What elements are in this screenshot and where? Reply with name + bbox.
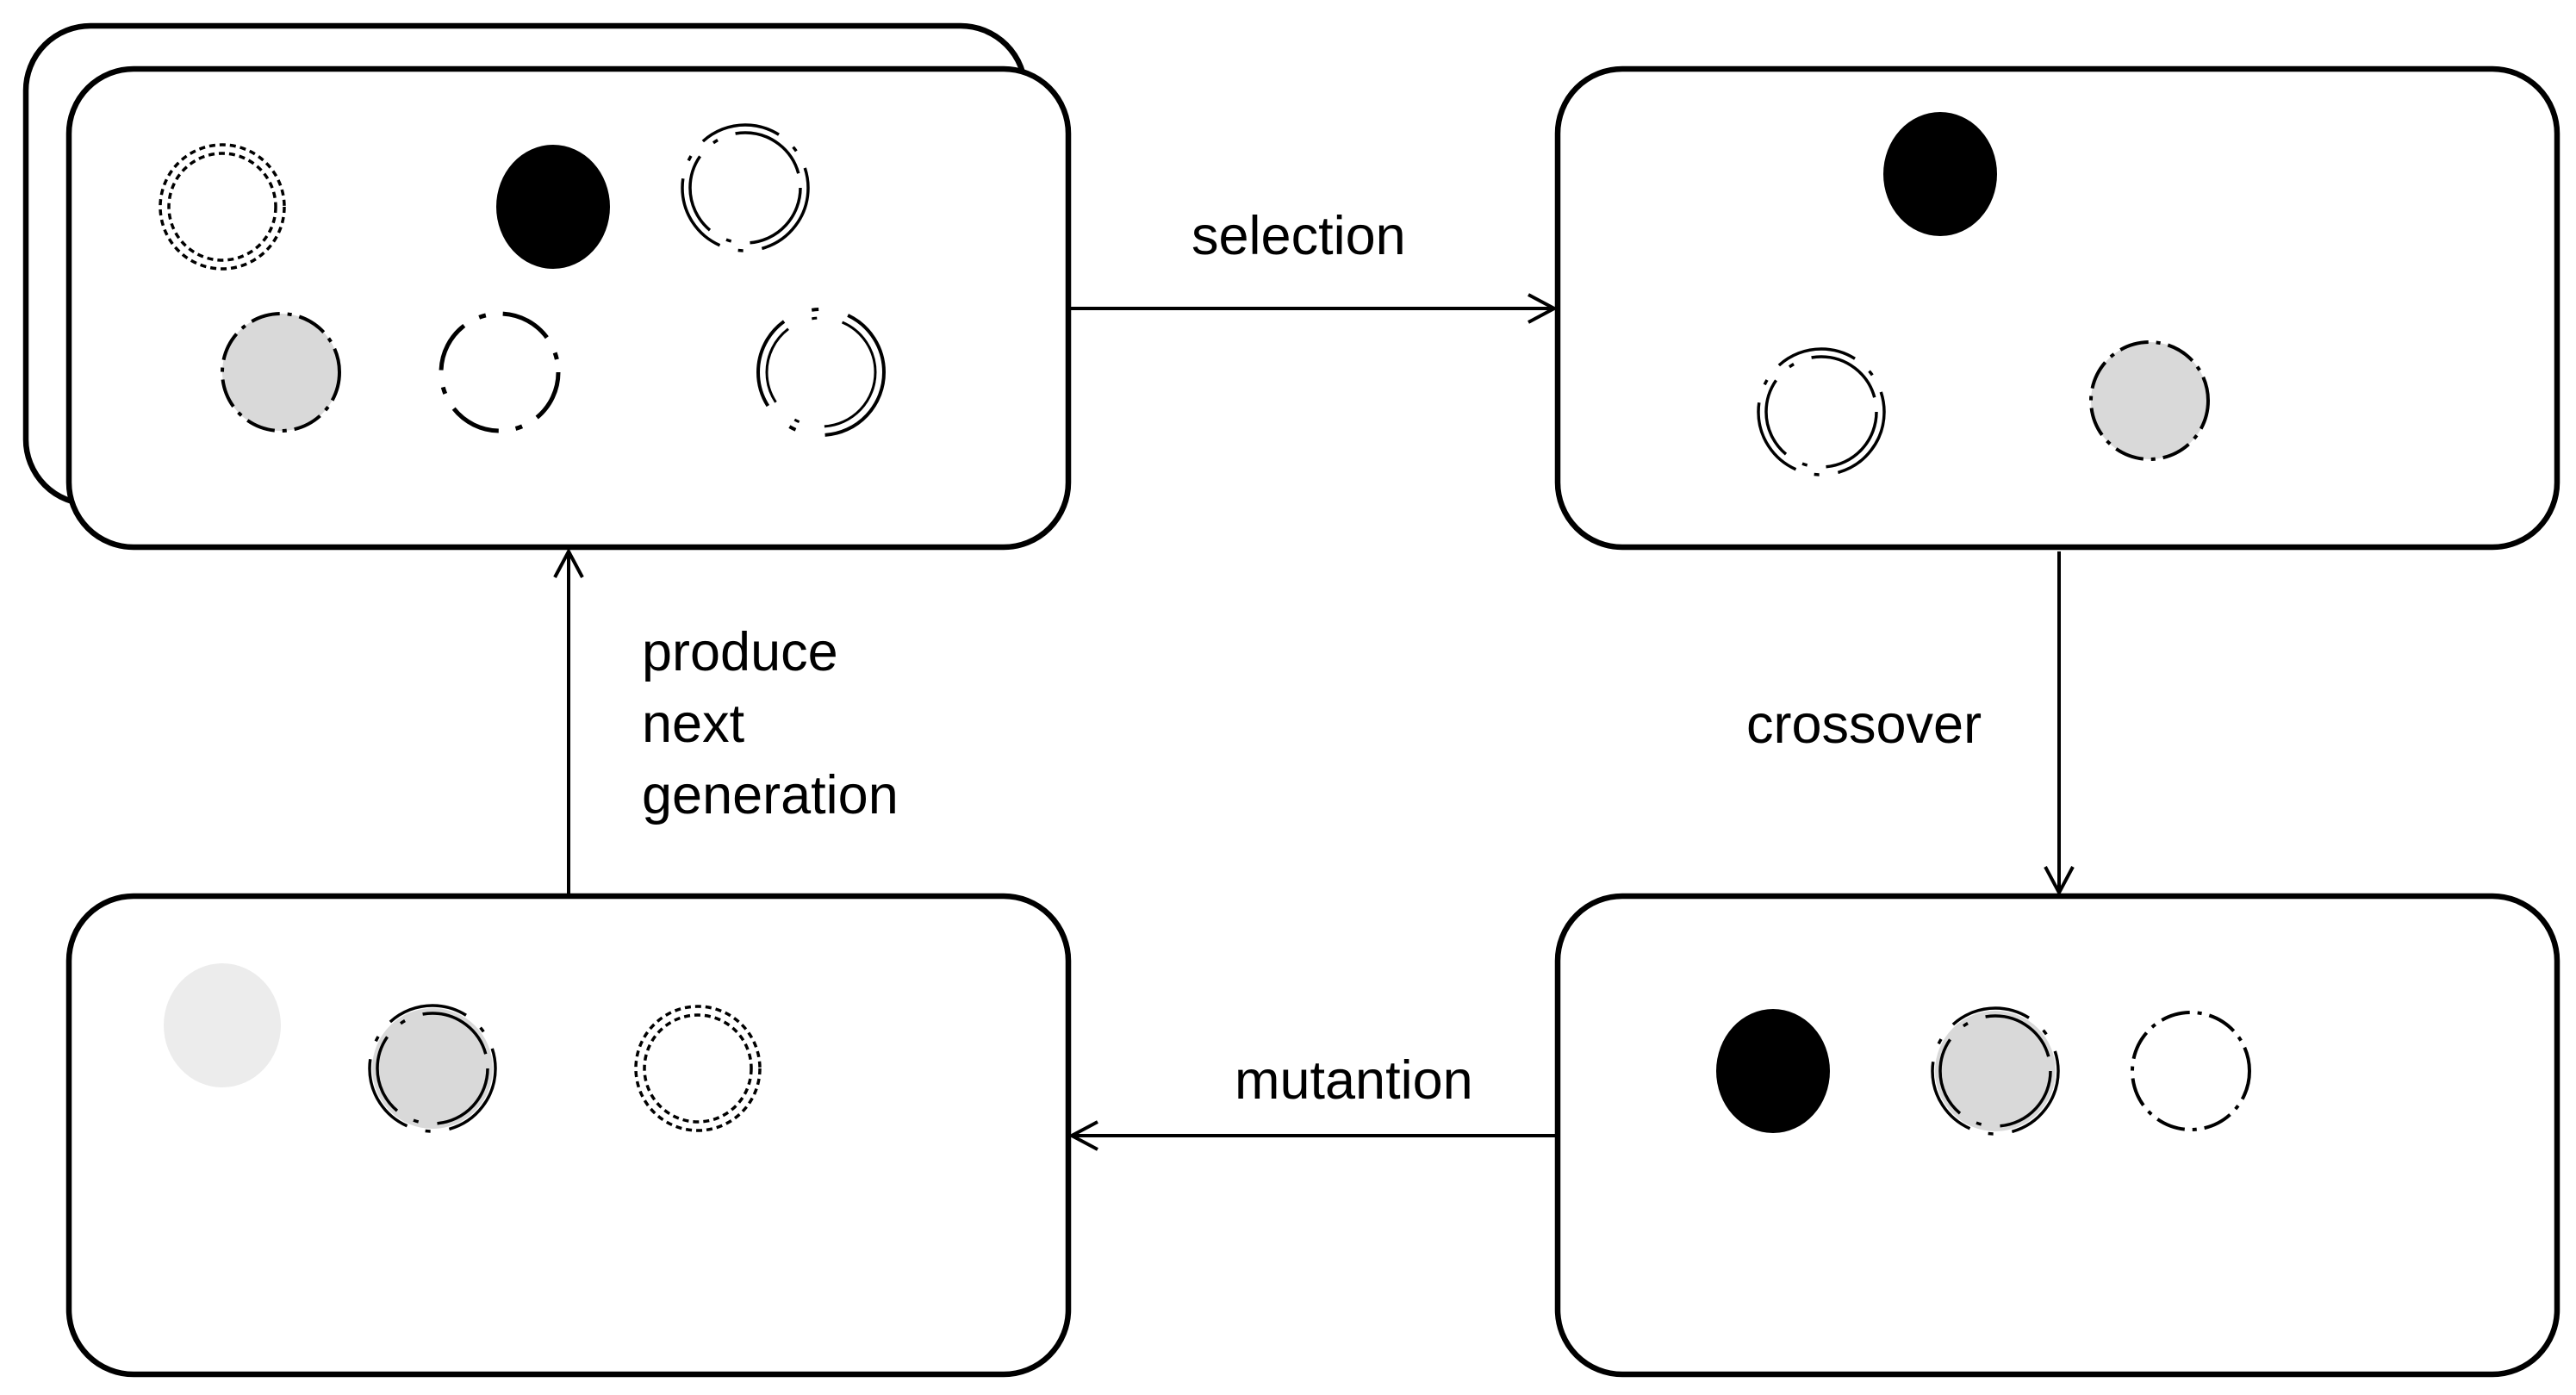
population-panel xyxy=(22,22,1072,551)
individual-dashdot xyxy=(2131,1011,2251,1131)
individual-gray-double-dashed xyxy=(368,1004,497,1133)
individual-double-dashed xyxy=(1757,347,1886,476)
individual-solid-black xyxy=(1716,1009,1830,1133)
individual-double-dashed-arc xyxy=(756,308,886,437)
crossover-panel-box xyxy=(1554,893,2560,1378)
population-panel-front xyxy=(65,65,1072,551)
crossover-panel xyxy=(1554,893,2560,1378)
mutation-label: mutantion xyxy=(1235,1050,1473,1111)
produce-next-generation-label: produce next generation xyxy=(642,622,899,825)
individual-double-dashed xyxy=(681,123,810,252)
selected-panel xyxy=(1554,65,2560,551)
produce-label-line-1: produce xyxy=(642,622,838,682)
produce-label-line-3: generation xyxy=(642,765,899,825)
crossover-label: crossover xyxy=(1746,694,1982,755)
mutation-panel xyxy=(65,893,1072,1378)
individual-light-gray xyxy=(164,963,281,1087)
selection-label: selection xyxy=(1192,206,1406,266)
individual-gray-dashdot xyxy=(2089,340,2210,461)
produce-label-line-2: next xyxy=(642,694,745,754)
individual-gray-dashdot xyxy=(221,312,341,433)
individual-gray-double-dashed xyxy=(1931,1006,2060,1136)
individual-double-dotted xyxy=(634,1005,762,1132)
individual-dashed-dot xyxy=(439,311,561,433)
selected-panel-box xyxy=(1554,65,2560,551)
individual-solid-black xyxy=(1883,112,1997,236)
individual-solid-black xyxy=(496,145,610,269)
individual-double-dotted xyxy=(159,143,286,271)
